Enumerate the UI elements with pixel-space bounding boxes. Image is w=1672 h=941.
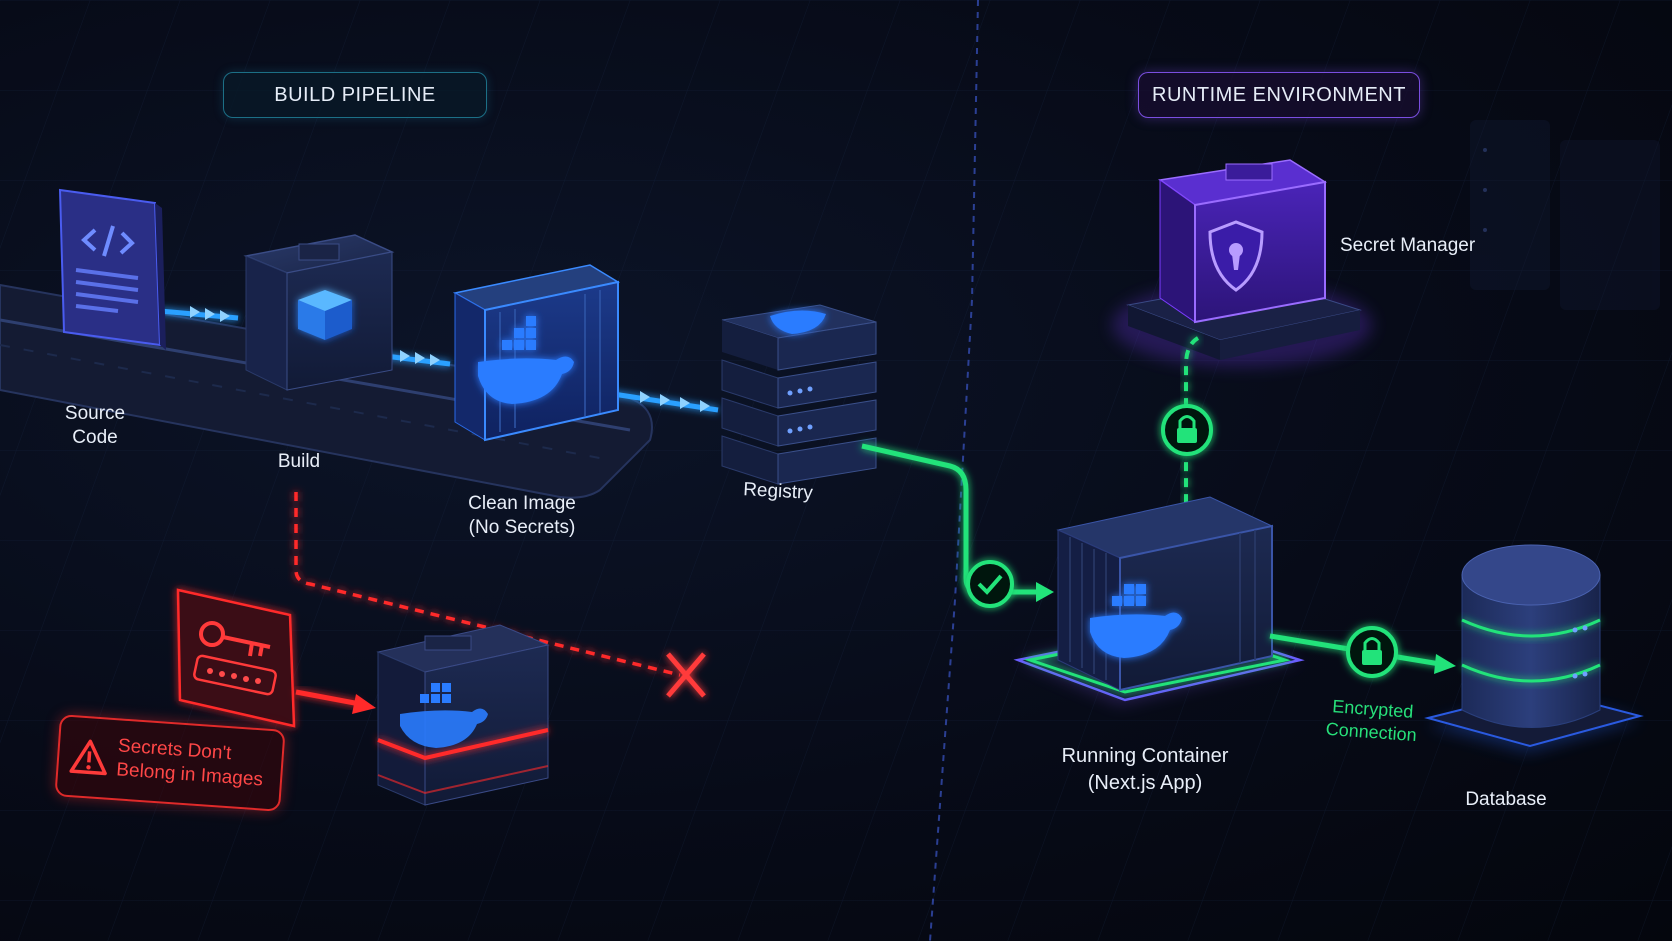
running-container-label: Running Container (Next.js App) [1061,745,1229,794]
registry-node [721,304,877,485]
warning-triangle-icon [69,739,107,776]
docker-whale-icon [478,316,574,404]
database-node [1424,544,1644,752]
build-node [243,234,395,391]
section-divider [929,0,979,941]
docker-whale-icon [400,683,488,748]
clean-image-node [452,264,621,442]
shield-keyhole-icon [1208,220,1264,292]
background-servers [1470,120,1660,310]
server-icon [721,304,877,485]
key-icon [199,621,271,657]
secret-inject-arrow [295,689,376,714]
warning-text: Secrets Don't Belong in Images [115,735,264,791]
deploy-flow [861,443,1054,608]
runtime-environment-header: RUNTIME ENVIRONMENT [1138,72,1420,118]
registry-label: Registry [742,479,814,504]
check-icon [966,560,1014,608]
build-label: Build [277,451,321,472]
cube-icon [298,290,352,340]
warning-badge: Secrets Don't Belong in Images [54,714,286,812]
compromised-image-node [376,624,550,806]
lock-icon [1161,404,1213,456]
build-flow-chevrons [190,306,710,412]
clean-image-label: Clean Image (No Secrets) [468,493,576,538]
database-label: Database [1465,789,1547,810]
source-code-label: Source Code [64,403,126,448]
secret-leak-path [294,492,706,698]
secret-key-card [176,588,296,728]
code-icon [81,225,135,257]
secret-manager-label: Secret Manager [1340,235,1476,256]
source-code-node [58,188,166,350]
encrypted-connection-label: Encrypted Connection [1325,696,1418,746]
secret-manager-node [1112,159,1372,367]
x-icon [666,652,706,698]
database-icon [1461,544,1601,728]
encrypted-connection-flow [1269,626,1456,678]
lock-icon [1346,626,1398,678]
docker-whale-icon [1090,584,1182,658]
running-container-node [1013,496,1305,705]
build-pipeline-header: BUILD PIPELINE [223,72,487,118]
